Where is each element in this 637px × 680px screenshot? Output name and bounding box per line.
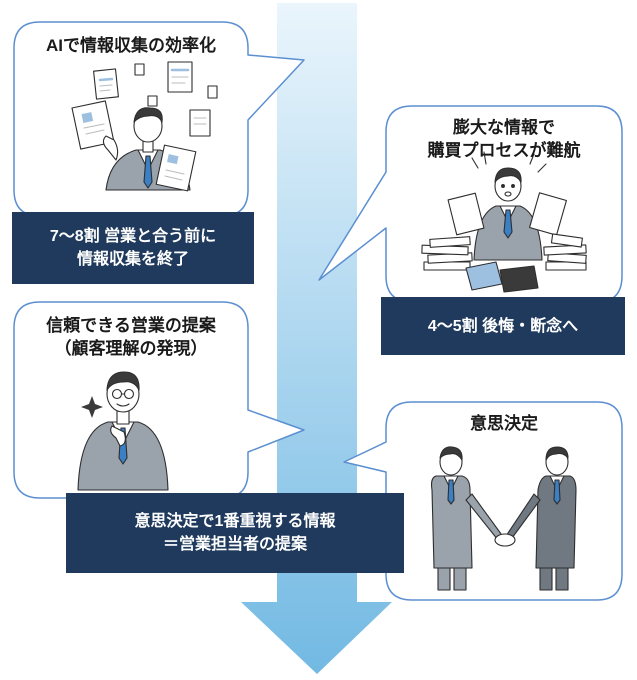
handshake-illustration	[430, 446, 577, 591]
confident-salesperson-illustration	[77, 371, 169, 491]
bubble-title-trusted-proposal-line2: （顧客理解の発現）	[54, 339, 208, 358]
bubble-title-trusted-proposal: 信頼できる営業の提案 （顧客理解の発現）	[14, 314, 248, 360]
label-info-gathering-line1: 7～8割 営業と合う前に	[49, 228, 217, 245]
overwhelmed-man-illustration	[421, 151, 587, 293]
label-info-gathering: 7～8割 営業と合う前に 情報収集を終了	[12, 212, 254, 284]
label-info-gathering-line2: 情報収集を終了	[76, 251, 189, 268]
bubble-title-info-overload: 膨大な情報で 購買プロセスが難航	[386, 116, 622, 162]
label-regret: 4～5割 後悔・断念へ	[381, 297, 625, 355]
man-with-documents-illustration	[71, 61, 218, 192]
label-regret-line1: 4～5割 後悔・断念へ	[427, 317, 579, 335]
bubble-title-info-overload-line1: 膨大な情報で	[453, 118, 555, 137]
bubble-title-trusted-proposal-line1: 信頼できる営業の提案	[46, 316, 216, 335]
label-key-info: 意思決定で1番重視する情報 ＝営業担当者の提案	[66, 493, 404, 573]
label-key-info-line2: ＝営業担当者の提案	[162, 536, 307, 553]
bubble-title-info-overload-line2: 購買プロセスが難航	[427, 141, 581, 160]
bubble-title-decision: 意思決定	[470, 414, 538, 433]
label-key-info-line1: 意思決定で1番重視する情報	[134, 513, 336, 530]
bubble-title-ai-efficiency: AIで情報収集の効率化	[46, 36, 216, 55]
